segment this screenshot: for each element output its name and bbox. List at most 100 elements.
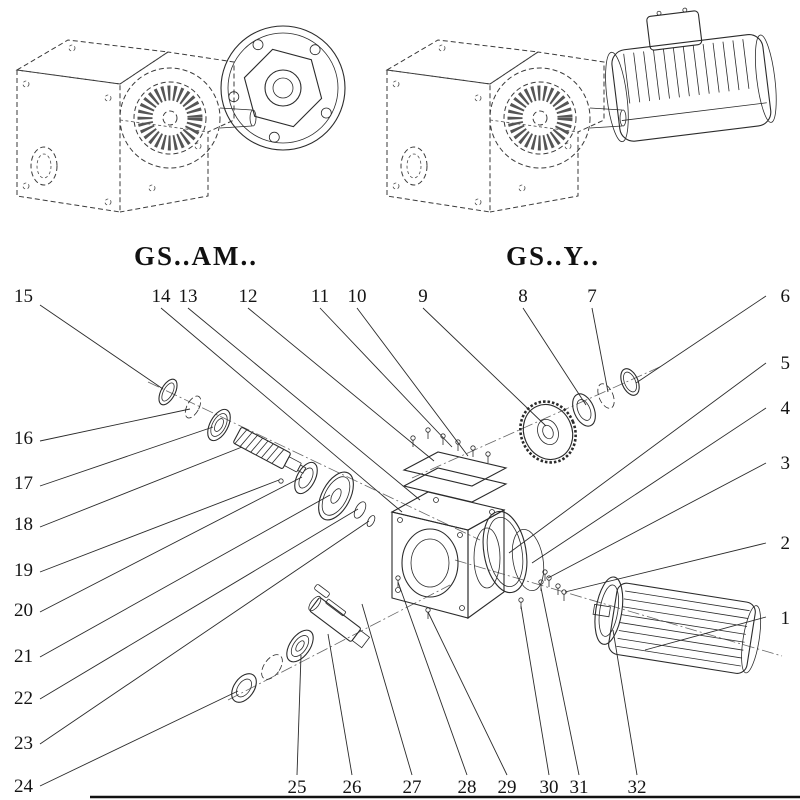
callout-number-22: 22 [14,688,33,709]
callout-number-9: 9 [418,286,428,307]
adapter-flange [482,510,528,594]
motor-flange-parts [482,510,567,610]
callout-number-18: 18 [14,514,33,535]
callout-number-6: 6 [781,286,791,307]
callout-leader-13 [187,307,421,501]
callout-leader-8 [522,307,587,406]
output-shaft [308,595,371,649]
callout-number-27: 27 [403,777,422,798]
callout-number-19: 19 [14,560,33,581]
circlip [597,383,615,409]
callout-number-3: 3 [781,453,791,474]
circlip [184,395,202,419]
bearing [286,629,314,663]
variant-label-am: GS..AM.. [134,241,258,271]
am-output-flange [220,25,346,151]
callout-number-13: 13 [179,286,198,307]
callout-leader-19 [39,479,280,573]
callout-number-1: 1 [781,608,791,629]
callout-leader-24 [39,690,239,787]
output-shaft-chain [231,575,431,703]
gearbox-y-drawing [387,7,777,212]
spacer-ring [353,501,367,519]
motor-exploded [592,576,762,674]
callout-leader-17 [39,426,214,487]
callout-leader-14 [160,307,403,513]
callout-leader-20 [39,476,303,613]
callout-number-24: 24 [14,776,34,797]
circlip [261,654,283,680]
bearing [294,461,318,495]
callout-number-20: 20 [14,600,33,621]
callout-leader-10 [356,307,469,457]
callout-number-17: 17 [14,473,33,494]
callout-leader-5 [508,362,767,554]
motor-fins [623,39,750,104]
callout-leader-23 [39,520,370,745]
callout-number-8: 8 [518,286,528,307]
pin [278,478,284,484]
callout-leader-9 [422,307,547,427]
callout-leader-31 [540,587,580,776]
callout-leader-25 [296,654,302,776]
callout-number-5: 5 [781,353,791,374]
callout-leader-15 [39,304,164,390]
callout-leader-4 [531,407,767,564]
shaft-key [314,584,330,598]
y-motor [605,7,777,143]
helical-gear [519,400,577,464]
motor-terminal-box [646,10,703,51]
callout-number-23: 23 [14,733,33,754]
bearing [572,393,596,427]
callout-leader-18 [39,446,243,528]
callout-number-21: 21 [14,646,33,667]
gearbox-am-drawing [17,25,346,212]
callout-leader-28 [397,581,468,776]
callout-number-4: 4 [781,398,791,419]
callout-leader-7 [591,307,609,393]
small-ring [366,515,376,527]
callout-leader-29 [427,611,508,776]
exploded-view [90,365,800,799]
gear-housing [390,491,506,620]
callout-number-28: 28 [458,777,477,798]
shim-ring [620,368,640,396]
oil-seal [158,378,178,406]
callout-number-32: 32 [628,777,647,798]
callout-number-10: 10 [348,286,367,307]
variant-label-y: GS..Y.. [506,241,600,271]
callout-number-11: 11 [311,286,329,307]
callout-number-2: 2 [781,533,791,554]
callout-number-15: 15 [14,286,33,307]
callout-number-31: 31 [570,777,589,798]
flat-ring [231,673,257,703]
gasket-ring [511,528,545,592]
callout-leader-11 [319,307,453,448]
callout-leader-32 [612,629,638,776]
bearing [207,408,231,442]
callout-leader-6 [635,295,767,384]
callout-leader-16 [39,408,191,442]
callout-number-7: 7 [587,286,597,307]
callout-number-14: 14 [152,286,172,307]
callout-leader-22 [39,508,359,700]
callout-leader-26 [327,633,353,776]
worm-shaft-chain [158,378,376,527]
callout-leader-27 [361,603,413,776]
callout-leader-1 [644,616,767,651]
callout-leader-12 [247,307,435,462]
washer-disc [318,471,354,521]
callout-leader-2 [564,542,767,593]
input-gear-chain [519,368,640,464]
callout-number-29: 29 [498,777,517,798]
worm-shaft [233,427,307,474]
callout-leader-30 [520,605,550,776]
callout-number-12: 12 [239,286,258,307]
callout-number-26: 26 [343,777,362,798]
callout-number-25: 25 [288,777,307,798]
callout-number-30: 30 [540,777,559,798]
callout-number-16: 16 [14,428,33,449]
